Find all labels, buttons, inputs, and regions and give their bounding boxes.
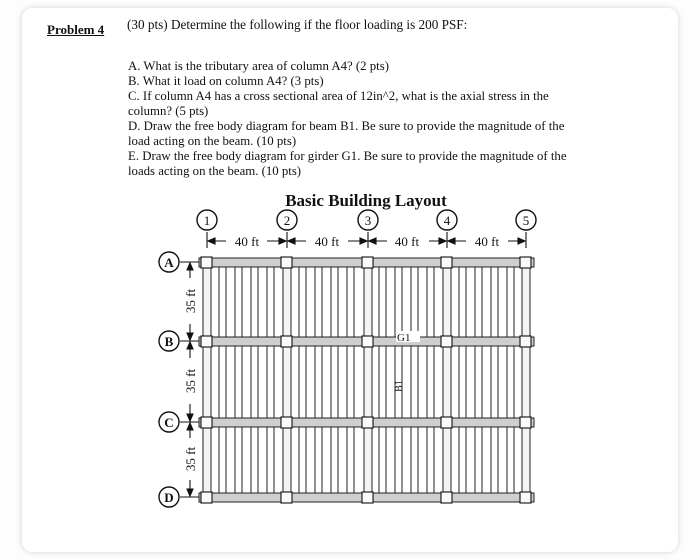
girder-g1-label: G1 <box>397 332 410 344</box>
question-c: C. If column A4 has a cross sectional ar… <box>128 89 549 118</box>
column-bubble-1: 1 <box>196 209 218 231</box>
row-bubble-d: D <box>158 486 180 508</box>
column-a4 <box>440 256 453 269</box>
question-list: A. What is the tributary area of column … <box>128 59 588 179</box>
column-line-bubbles: 1 2 3 4 5 <box>196 209 537 231</box>
row-bubble-a: A <box>158 251 180 273</box>
column-bubble-label: 1 <box>204 213 211 228</box>
bay-width-label-4: 40 ft <box>475 234 500 249</box>
bay-width-dimensions <box>206 232 527 248</box>
column-bubble-3: 3 <box>357 209 379 231</box>
row-bubble-b: B <box>158 330 180 352</box>
column-bubble-2: 2 <box>276 209 298 231</box>
building-layout-diagram: Basic Building Layout 1 2 3 4 5 <box>158 191 537 508</box>
column-bubble-label: 3 <box>365 213 372 228</box>
row-bubble-label: B <box>165 334 174 349</box>
framing-plan: G1 B1 <box>198 256 535 504</box>
bay-width-label-3: 40 ft <box>395 234 420 249</box>
column-bubble-label: 5 <box>523 213 530 228</box>
question-e: E. Draw the free body diagram for girder… <box>128 149 567 178</box>
problem-label: Problem 4 <box>47 22 105 37</box>
column-bubble-label: 2 <box>284 213 291 228</box>
row-bubble-label: D <box>164 490 173 505</box>
bay-depth-dimensions <box>180 261 200 498</box>
column-bubble-5: 5 <box>515 209 537 231</box>
bay-depth-label-2: 35 ft <box>183 369 198 394</box>
beam-b1 <box>394 261 403 498</box>
filler-beams <box>218 261 515 498</box>
question-b: B. What it load on column A4? (3 pts) <box>128 74 324 88</box>
diagram-title: Basic Building Layout <box>285 191 447 210</box>
beam-b1-label: B1 <box>394 380 405 392</box>
question-a: A. What is the tributary area of column … <box>128 59 389 73</box>
column-bubble-label: 4 <box>444 213 451 228</box>
bay-width-label-1: 40 ft <box>235 234 260 249</box>
row-bubble-label: A <box>164 255 174 270</box>
row-bubble-c: C <box>158 411 180 433</box>
problem-intro: (30 pts) Determine the following if the … <box>127 17 468 32</box>
row-line-bubbles: A B C D <box>158 251 180 508</box>
bay-depth-label-1: 35 ft <box>183 289 198 314</box>
column-bubble-4: 4 <box>436 209 458 231</box>
row-bubble-label: C <box>164 415 173 430</box>
question-d: D. Draw the free body diagram for beam B… <box>128 119 565 148</box>
bay-width-label-2: 40 ft <box>315 234 340 249</box>
bay-depth-label-3: 35 ft <box>183 447 198 472</box>
columns <box>200 256 532 504</box>
